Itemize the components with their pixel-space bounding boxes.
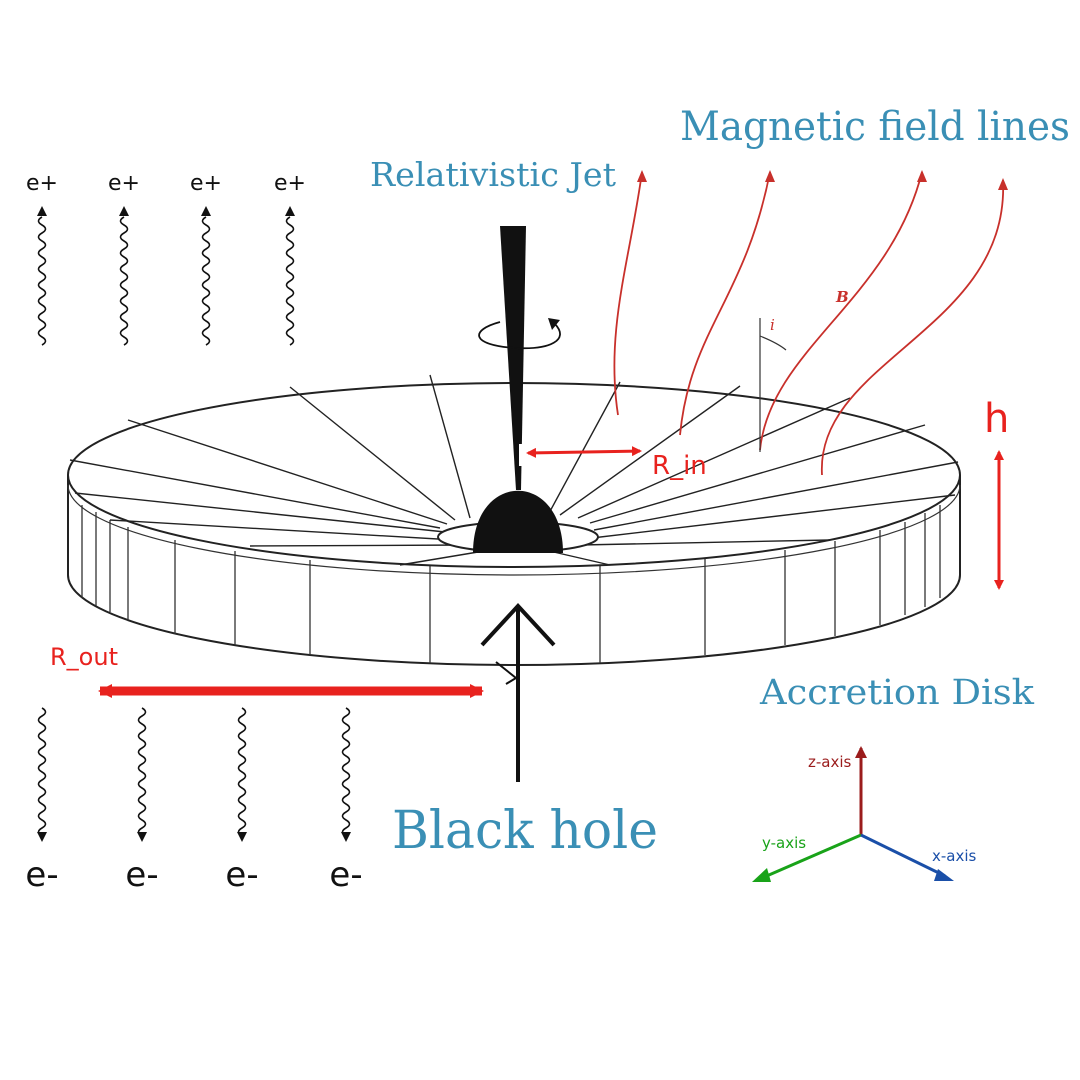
magnetic-field-lines — [613, 170, 1008, 476]
disk-spokes — [69, 374, 959, 566]
magnetic-field-lines-title: Magnetic field lines — [680, 104, 1070, 150]
positron-photon-wave — [37, 216, 47, 346]
positron-photon-wave — [285, 216, 295, 346]
positron-arrowhead — [201, 206, 211, 216]
r-in-label: R_in — [652, 451, 707, 481]
electron-label: e- — [25, 855, 58, 895]
electron-photon-wave — [237, 707, 247, 837]
black-hole-and-jet — [473, 226, 563, 553]
positron-label: e+ — [26, 171, 58, 196]
field-line-1 — [613, 170, 647, 416]
disk-band-segments — [81, 505, 941, 663]
electron-label: e- — [225, 855, 258, 895]
positron-arrowhead — [285, 206, 295, 216]
electron-arrowhead — [37, 832, 47, 842]
x-axis-label: x-axis — [932, 847, 977, 865]
positron-arrowhead — [37, 206, 47, 216]
black-hole-title: Black hole — [392, 801, 658, 861]
r-in-dimension — [519, 444, 642, 466]
electron-emission-group: e-e-e-e- — [25, 707, 363, 895]
positron-arrowhead — [119, 206, 129, 216]
inclination-marker — [759, 318, 787, 452]
field-line-3 — [759, 170, 927, 451]
electron-label: e- — [329, 855, 362, 895]
field-B-label: B — [835, 288, 849, 306]
electron-photon-wave — [341, 707, 351, 837]
inclination-label: i — [770, 316, 775, 334]
x-axis-arrowhead — [934, 869, 954, 881]
jet-rotation-arrow — [478, 321, 561, 350]
rotation-arrowhead — [548, 318, 560, 330]
r-out-label: R_out — [50, 643, 118, 671]
y-axis-arrowhead — [752, 868, 771, 882]
positron-emission-group: e+ e+ e+ e+ — [26, 171, 306, 346]
black-hole-pointer-arrow — [480, 603, 556, 782]
electron-photon-wave — [137, 707, 147, 837]
field-line-2 — [679, 170, 775, 436]
small-black-chevron — [495, 661, 518, 685]
x-axis-arrow — [860, 833, 946, 878]
coordinate-axes — [752, 746, 954, 882]
z-axis-label: z-axis — [808, 753, 852, 771]
positron-photon-wave — [201, 216, 211, 346]
y-axis-label: y-axis — [762, 834, 806, 852]
relativistic-jet-title: Relativistic Jet — [370, 155, 616, 194]
field-line-4 — [821, 178, 1008, 476]
accretion-disk-title: Accretion Disk — [759, 673, 1035, 713]
electron-photon-wave — [37, 707, 47, 837]
electron-arrowhead — [137, 832, 147, 842]
disk-band-top-edge — [67, 484, 961, 576]
positron-label: e+ — [274, 171, 306, 196]
positron-photon-wave — [119, 216, 129, 346]
electron-label: e- — [125, 855, 158, 895]
relativistic-jet — [500, 226, 526, 490]
black-hole-dome — [473, 490, 563, 553]
y-axis-arrow — [761, 833, 862, 880]
electron-arrowhead — [341, 832, 351, 842]
positron-label: e+ — [108, 171, 140, 196]
h-label: h — [984, 396, 1009, 442]
electron-arrowhead — [237, 832, 247, 842]
positron-label: e+ — [190, 171, 222, 196]
